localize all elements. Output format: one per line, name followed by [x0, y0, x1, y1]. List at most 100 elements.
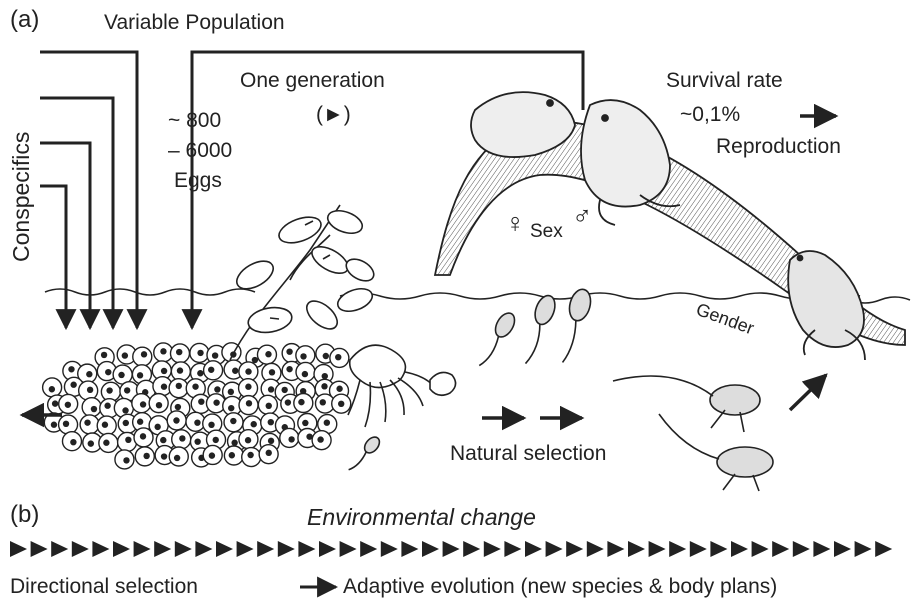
- egg-embryo: [70, 382, 76, 388]
- triangle-marker: [175, 541, 192, 557]
- variable-population-label: Variable Population: [104, 12, 285, 33]
- egg-embryo: [137, 419, 143, 425]
- egg-embryo: [212, 352, 218, 358]
- egg-embryo: [285, 399, 291, 405]
- egg-embryo: [246, 400, 252, 406]
- panel-a-label: (a): [10, 8, 39, 32]
- triangle-marker: [772, 541, 789, 557]
- egg-embryo: [68, 366, 74, 372]
- egg-embryo: [104, 403, 110, 409]
- egg-embryo: [286, 348, 292, 354]
- egg-embryo: [175, 404, 181, 410]
- triangle-marker: [51, 541, 68, 557]
- egg-embryo: [91, 406, 97, 412]
- triangle-marker: [875, 541, 892, 557]
- egg-embryo: [122, 352, 128, 358]
- egg-embryo: [232, 368, 238, 374]
- triangle-marker: [669, 541, 686, 557]
- egg-embryo: [177, 367, 183, 373]
- egg-embryo: [320, 399, 326, 405]
- environmental-change-triangles: [10, 541, 892, 557]
- egg-embryo: [161, 368, 167, 374]
- egg-embryo: [87, 387, 93, 393]
- egg-embryo: [143, 453, 149, 459]
- egg-embryo: [156, 402, 162, 408]
- egg-embryo: [231, 440, 237, 446]
- egg-embryo: [49, 386, 55, 392]
- egg-embryo: [160, 437, 166, 443]
- egg-embryo: [208, 422, 214, 428]
- triangle-marker: [628, 541, 645, 557]
- egg-embryo: [229, 452, 235, 458]
- triangle-marker: [298, 541, 315, 557]
- egg-embryo: [101, 352, 107, 358]
- triangle-marker: [195, 541, 212, 557]
- egg-embryo: [251, 421, 257, 427]
- triangle-marker: [360, 541, 377, 557]
- egg-embryo: [209, 452, 215, 458]
- egg-embryo: [179, 435, 185, 441]
- egg-embryo: [161, 453, 167, 459]
- egg-embryo: [192, 383, 198, 389]
- egg-embryo: [123, 420, 129, 426]
- egg-embryo: [102, 422, 108, 428]
- triangle-marker: [587, 541, 604, 557]
- egg-embryo: [88, 440, 94, 446]
- egg-embryo: [140, 433, 146, 439]
- egg-embryo: [63, 421, 69, 427]
- conspecifics-label: Conspecifics: [10, 132, 33, 262]
- triangle-marker: [566, 541, 583, 557]
- egg-embryo: [321, 383, 327, 389]
- triangle-marker: [257, 541, 274, 557]
- eggs-count-high: – 6000: [168, 140, 232, 161]
- triangle-marker: [690, 541, 707, 557]
- egg-mass: [43, 343, 351, 469]
- triangle-marker: [525, 541, 542, 557]
- eggs-count-low: ~ 800: [168, 110, 221, 131]
- egg-embryo: [125, 437, 131, 443]
- egg-embryo: [288, 436, 294, 442]
- egg-embryo: [338, 401, 344, 407]
- egg-embryo: [300, 353, 306, 359]
- environmental-change-label: Environmental change: [307, 506, 536, 529]
- egg-embryo: [198, 398, 204, 404]
- egg-embryo: [173, 417, 179, 423]
- directional-selection-label: Directional selection: [10, 576, 198, 597]
- egg-embryo: [322, 373, 328, 379]
- egg-embryo: [140, 401, 146, 407]
- egg-embryo: [302, 420, 308, 426]
- one-generation-label: One generation: [240, 70, 385, 91]
- triangle-marker: [72, 541, 89, 557]
- egg-embryo: [265, 351, 271, 357]
- egg-embryo: [298, 399, 304, 405]
- egg-embryo: [336, 386, 342, 392]
- egg-embryo: [154, 424, 160, 430]
- egg-embryo: [174, 455, 180, 461]
- egg-embryo: [266, 403, 272, 409]
- egg-embryo: [268, 419, 274, 425]
- triangle-marker: [31, 541, 48, 557]
- triangle-marker: [649, 541, 666, 557]
- one-generation-symbol: (►): [316, 104, 351, 125]
- egg-embryo: [123, 457, 129, 463]
- egg-embryo: [137, 372, 143, 378]
- triangle-marker: [154, 541, 171, 557]
- triangle-marker: [607, 541, 624, 557]
- egg-embryo: [247, 452, 253, 458]
- triangle-marker: [340, 541, 357, 557]
- egg-embryo: [197, 350, 203, 356]
- triangle-marker: [484, 541, 501, 557]
- female-symbol: ♀: [505, 210, 525, 237]
- panel-b-label: (b): [10, 503, 39, 527]
- triangle-marker: [237, 541, 254, 557]
- triangle-marker: [401, 541, 418, 557]
- conspecific-arrows: [40, 52, 137, 328]
- egg-embryo: [86, 371, 92, 377]
- triangle-marker: [834, 541, 851, 557]
- egg-embryo: [228, 389, 234, 395]
- egg-embryo: [161, 384, 167, 390]
- egg-embryo: [65, 402, 71, 408]
- egg-embryo: [213, 399, 219, 405]
- egg-embryo: [70, 439, 76, 445]
- triangle-marker: [793, 541, 810, 557]
